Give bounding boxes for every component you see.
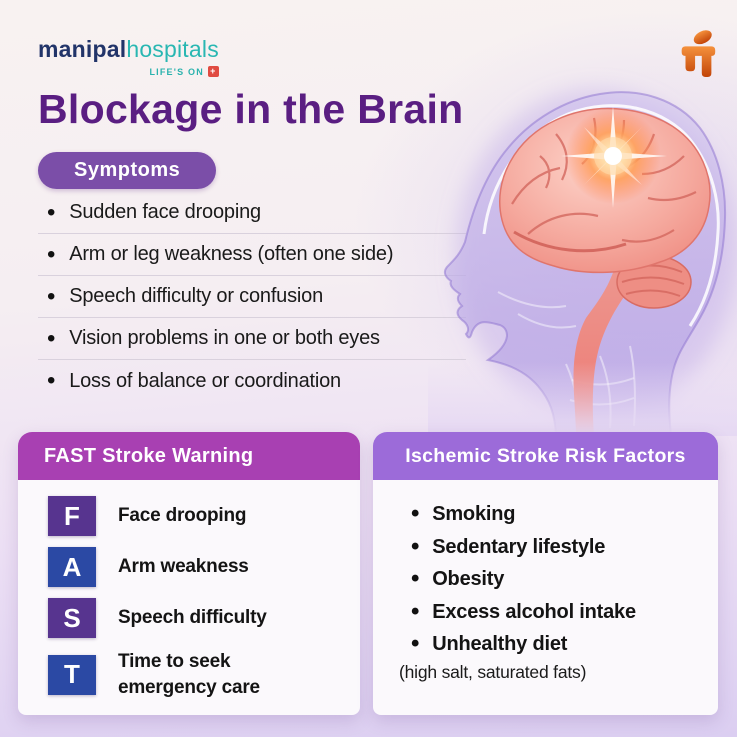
- blockage-glow: [561, 106, 667, 208]
- risk-item: Sedentary lifestyle: [411, 531, 708, 564]
- brand-tagline-text: LIFE'S ON: [149, 66, 204, 77]
- risk-item: Obesity: [411, 563, 708, 596]
- fast-letter-s: S: [48, 598, 96, 638]
- fast-letter-a: A: [48, 547, 96, 587]
- fast-card-body: F Face drooping A Arm weakness S Speech …: [18, 480, 360, 700]
- symptoms-badge: Symptoms: [38, 152, 217, 189]
- risk-list: Smoking Sedentary lifestyle Obesity Exce…: [411, 498, 708, 661]
- page-title: Blockage in the Brain: [38, 86, 464, 132]
- risk-item: Unhealthy diet: [411, 628, 708, 661]
- risk-note: (high salt, saturated fats): [399, 661, 587, 682]
- fast-card-header: FAST Stroke Warning: [18, 432, 360, 480]
- risk-card-header: Ischemic Stroke Risk Factors: [373, 432, 718, 480]
- brand-wordmark: manipalhospitals: [38, 36, 219, 63]
- symptom-item: Sudden face drooping: [38, 192, 466, 234]
- brand-tagline: LIFE'S ON +: [38, 66, 219, 77]
- symptom-item: Arm or leg weakness (often one side): [38, 234, 466, 276]
- risk-card: Ischemic Stroke Risk Factors Smoking Sed…: [373, 432, 718, 715]
- fast-row: T Time to seek emergency care: [48, 649, 344, 700]
- fast-row: A Arm weakness: [48, 547, 344, 587]
- brand-logo: manipalhospitals LIFE'S ON +: [38, 36, 219, 77]
- fast-label: Arm weakness: [118, 556, 249, 578]
- symptom-item: Vision problems in one or both eyes: [38, 318, 466, 360]
- fast-label: Time to seek emergency care: [118, 651, 260, 698]
- fast-letter-t: T: [48, 654, 96, 695]
- plus-icon: +: [207, 66, 219, 77]
- risk-item: Smoking: [411, 498, 708, 531]
- brain-stroke-illustration: [428, 89, 737, 436]
- symptoms-list: Sudden face drooping Arm or leg weakness…: [38, 192, 466, 402]
- risk-item: Excess alcohol intake: [411, 596, 708, 629]
- brand-name-hospitals: hospitals: [126, 36, 219, 62]
- fast-row: F Face drooping: [48, 496, 344, 536]
- brand-name-manipal: manipal: [38, 36, 127, 62]
- fast-row: S Speech difficulty: [48, 598, 344, 638]
- fast-label: Speech difficulty: [118, 607, 267, 629]
- fast-letter-f: F: [48, 496, 96, 536]
- risk-card-body: Smoking Sedentary lifestyle Obesity Exce…: [373, 480, 718, 683]
- symptom-item: Speech difficulty or confusion: [38, 276, 466, 318]
- fast-card: FAST Stroke Warning F Face drooping A Ar…: [18, 432, 360, 715]
- manipal-mark-icon: [681, 30, 716, 77]
- fast-label: Face drooping: [118, 505, 247, 527]
- symptom-item: Loss of balance or coordination: [38, 360, 466, 402]
